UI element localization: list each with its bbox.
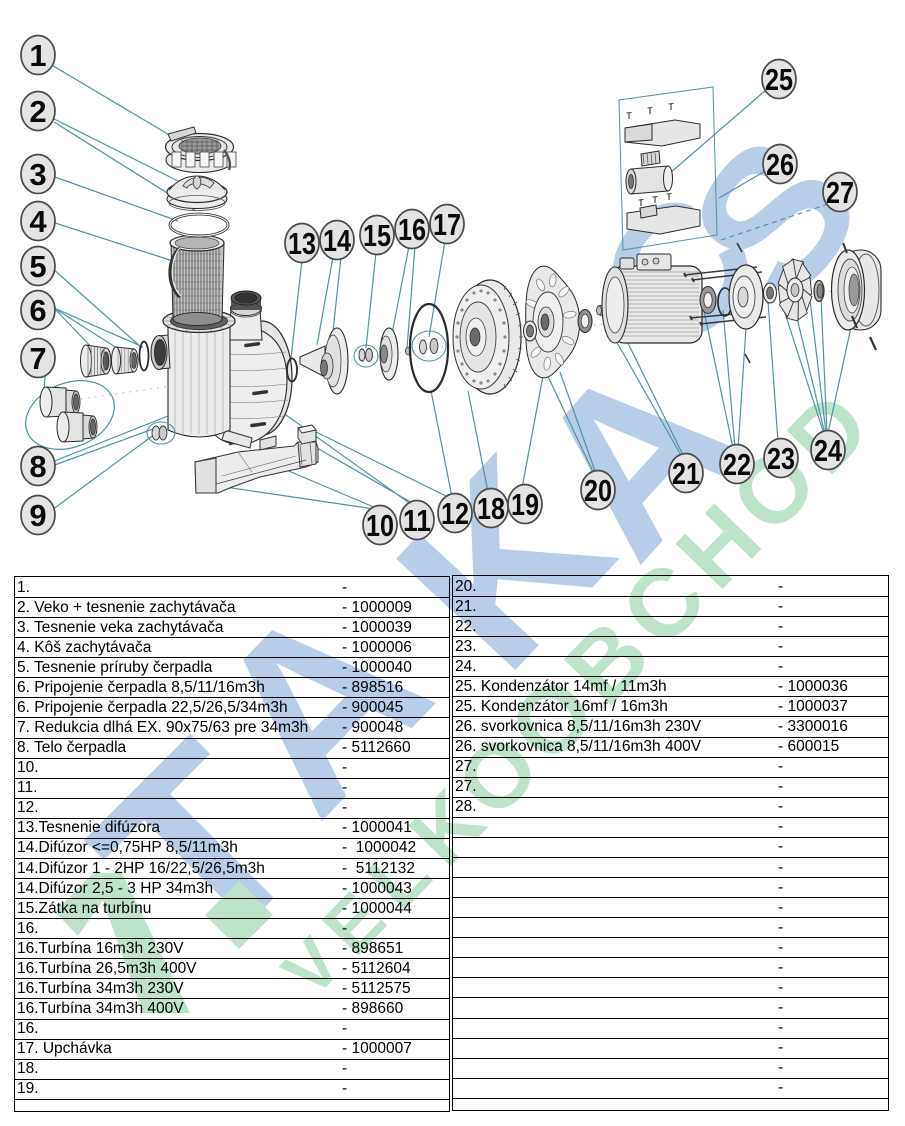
svg-text:23: 23 [767,441,795,476]
svg-text:13: 13 [288,226,316,261]
svg-text:18: 18 [477,491,505,526]
svg-text:11: 11 [403,503,431,538]
svg-text:26: 26 [766,147,794,182]
svg-text:10: 10 [366,508,394,543]
svg-text:16: 16 [398,212,426,247]
svg-text:27: 27 [826,175,854,210]
svg-text:7: 7 [29,341,46,376]
svg-text:21: 21 [672,456,700,491]
svg-text:24: 24 [814,433,843,468]
svg-text:4: 4 [29,204,47,239]
svg-text:25: 25 [765,62,793,97]
svg-text:17: 17 [433,207,461,242]
svg-text:2: 2 [29,94,46,129]
svg-text:1: 1 [29,38,46,73]
svg-text:19: 19 [511,487,539,522]
svg-text:12: 12 [441,496,469,531]
svg-text:15: 15 [363,218,391,253]
svg-text:14: 14 [323,223,352,258]
svg-text:5: 5 [29,249,46,284]
svg-text:6: 6 [29,293,46,328]
svg-text:3: 3 [29,157,46,192]
svg-text:9: 9 [29,498,46,533]
svg-text:8: 8 [29,449,46,484]
svg-text:20: 20 [584,473,612,508]
svg-text:22: 22 [723,447,751,482]
